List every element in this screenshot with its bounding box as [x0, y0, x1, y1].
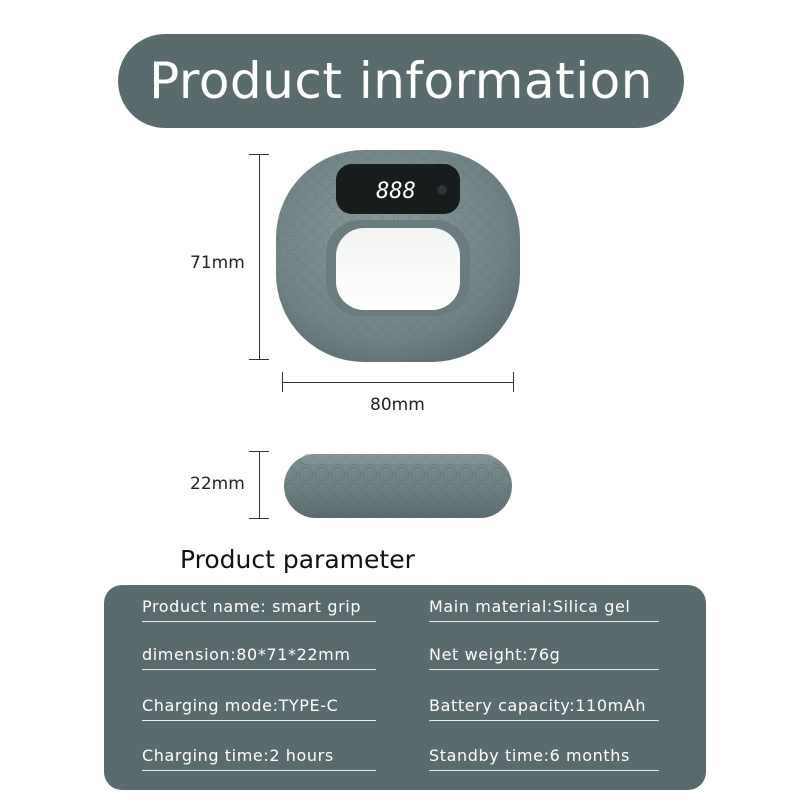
param-main-material: Main material:Silica gel	[429, 597, 659, 622]
height-dimension-bottom-cap	[249, 359, 269, 360]
page-title: Product information	[149, 52, 653, 110]
param-net-weight: Net weight:76g	[429, 645, 659, 670]
grip-display-panel	[336, 164, 460, 214]
param-battery-capacity: Battery capacity:110mAh	[429, 696, 659, 721]
width-dimension-line	[282, 382, 514, 383]
grip-side-view	[284, 454, 512, 518]
param-product-name: Product name: smart grip	[142, 597, 376, 622]
depth-dimension-line	[259, 451, 260, 519]
grip-hole	[336, 228, 460, 310]
param-standby-time: Standby time:6 months	[429, 746, 659, 771]
depth-dimension-label: 22mm	[190, 474, 245, 494]
param-charging-mode: Charging mode:TYPE-C	[142, 696, 376, 721]
param-charging-time: Charging time:2 hours	[142, 746, 376, 771]
title-banner: Product information	[118, 34, 684, 128]
parameter-heading: Product parameter	[180, 545, 415, 574]
height-dimension-line	[259, 154, 260, 360]
grip-front-view: 888	[276, 150, 520, 362]
grip-sensor-dot	[437, 185, 447, 195]
height-dimension-label: 71mm	[190, 253, 245, 273]
grip-display-digits: 888	[376, 179, 416, 204]
param-dimension: dimension:80*71*22mm	[142, 645, 376, 670]
width-dimension-right-cap	[513, 372, 514, 392]
parameter-panel: Product name: smart grip Main material:S…	[104, 585, 706, 790]
width-dimension-label: 80mm	[370, 395, 425, 415]
depth-dimension-bottom-cap	[249, 518, 269, 519]
